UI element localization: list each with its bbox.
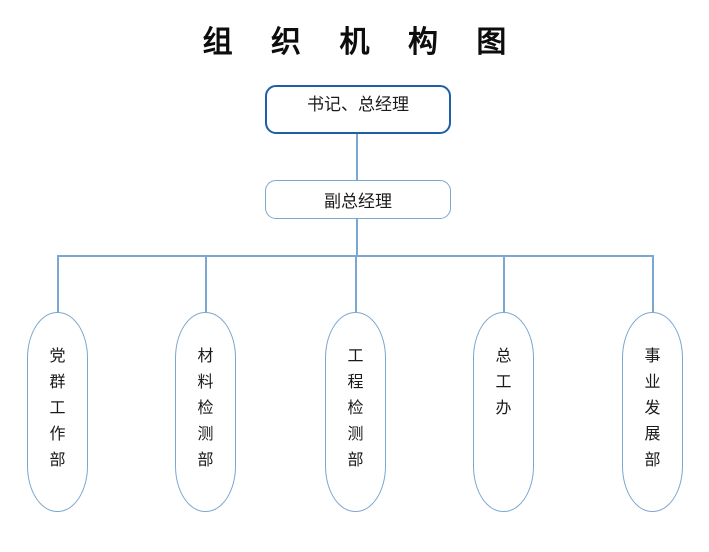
chart-title: 组 织 机 构 图 bbox=[202, 25, 521, 60]
connector-drop-department-1 bbox=[57, 255, 59, 312]
connector-drop-department-5 bbox=[652, 255, 654, 312]
node-department-engineering-testing[interactable]: 工程检测部 bbox=[325, 312, 386, 512]
connector-primary-to-secondary bbox=[356, 134, 358, 180]
connector-drop-department-2 bbox=[205, 255, 207, 312]
node-label-department-engineering-testing: 工程检测部 bbox=[347, 346, 364, 469]
node-deputy-general-manager[interactable]: 副总经理 bbox=[265, 180, 451, 219]
node-label-deputy-general-manager: 副总经理 bbox=[324, 192, 392, 212]
node-secretary-general-manager[interactable]: 书记、总经理 bbox=[265, 85, 451, 134]
connector-drop-department-4 bbox=[503, 255, 505, 312]
connector-drop-department-3 bbox=[355, 255, 357, 312]
node-label-department-business-development: 事业发展部 bbox=[644, 346, 661, 469]
node-label-department-chief-engineer-office: 总工办 bbox=[495, 346, 512, 417]
node-label-secretary-general-manager: 书记、总经理 bbox=[307, 95, 409, 115]
node-department-chief-engineer-office[interactable]: 总工办 bbox=[473, 312, 534, 512]
node-department-business-development[interactable]: 事业发展部 bbox=[622, 312, 683, 512]
node-department-material-testing[interactable]: 材料检测部 bbox=[175, 312, 236, 512]
connector-secondary-stem bbox=[356, 219, 358, 256]
node-department-party-mass-work[interactable]: 党群工作部 bbox=[27, 312, 88, 512]
node-label-department-party-mass-work: 党群工作部 bbox=[49, 346, 66, 469]
node-label-department-material-testing: 材料检测部 bbox=[197, 346, 214, 469]
